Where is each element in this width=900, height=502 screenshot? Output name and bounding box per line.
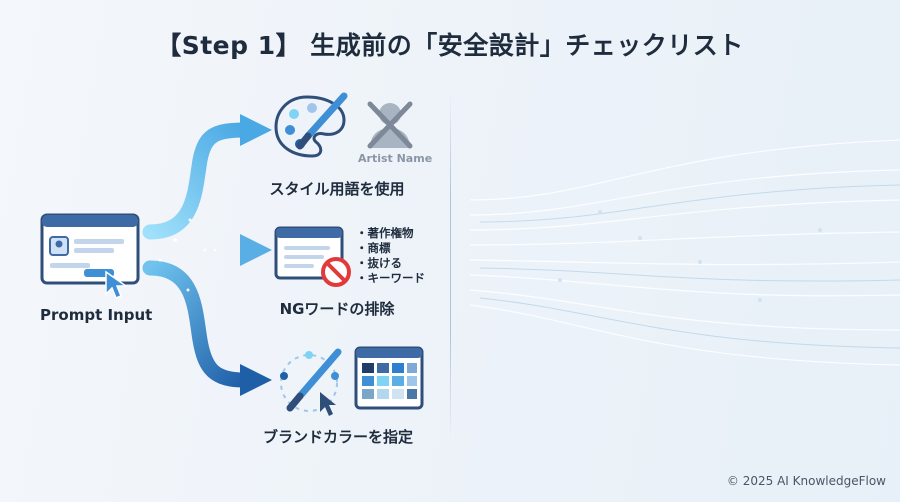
- crossed-person-icon: [367, 101, 413, 149]
- ng-word-item: キーワード: [356, 271, 426, 286]
- artist-name-label: Artist Name: [358, 152, 433, 165]
- ng-word-item: 商標: [356, 241, 425, 256]
- step-ng-words-label: NGワードの排除: [279, 300, 395, 318]
- cursor-icon: [105, 270, 129, 299]
- section-divider: [450, 90, 451, 440]
- copyright-footer: © 2025 AI KnowledgeFlow: [726, 474, 886, 488]
- arrow-to-brand: [142, 260, 272, 396]
- color-wheel-brush-icon: [280, 348, 342, 416]
- ng-word-item: 抜ける: [356, 256, 425, 271]
- ng-word-item: 著作権物: [356, 226, 425, 241]
- arrow-to-ng: [142, 234, 272, 266]
- ng-document-icon: [274, 226, 351, 287]
- arrow-to-style: [142, 114, 272, 240]
- step-style-terms-label: スタイル用語を使用: [269, 180, 405, 198]
- palette-brush-icon: [274, 92, 348, 158]
- color-grid-icon: [354, 346, 424, 410]
- prompt-input-label: Prompt Input: [40, 306, 153, 324]
- page-title: 【Step 1】 生成前の「安全設計」チェックリスト: [156, 31, 744, 60]
- step-brand-color-label: ブランドカラーを指定: [262, 428, 413, 446]
- ng-word-list: 著作権物 商標 抜ける キーワード: [356, 226, 426, 286]
